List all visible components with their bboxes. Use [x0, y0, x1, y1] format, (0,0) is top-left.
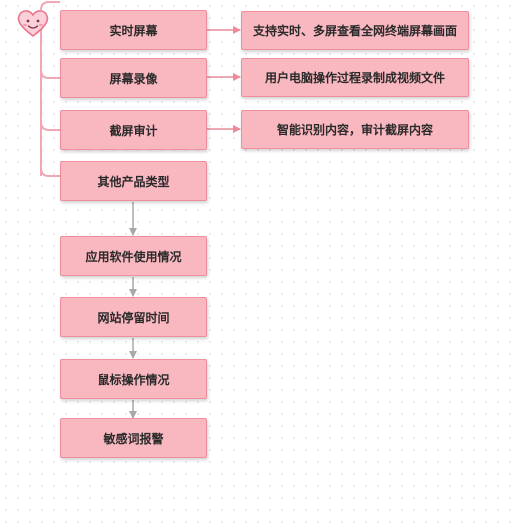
branch-line-4 — [40, 167, 60, 177]
feature-node-realtime-screen: 实时屏幕 — [60, 10, 207, 50]
detail-node-screenshot-audit: 智能识别内容，审计截屏内容 — [241, 110, 469, 149]
sub-node-sensitive-word-alert: 敏感词报警 — [60, 418, 207, 458]
branch-line-1 — [40, 1, 60, 11]
sub-node-website-dwell-time: 网站停留时间 — [60, 297, 207, 337]
branch-line-3 — [40, 121, 60, 131]
feature-node-screen-recording: 屏幕录像 — [60, 58, 207, 98]
heart-smiley-icon — [17, 10, 49, 38]
sub-node-app-usage: 应用软件使用情况 — [60, 236, 207, 276]
sub-node-mouse-operation: 鼠标操作情况 — [60, 359, 207, 399]
feature-node-screenshot-audit: 截屏审计 — [60, 110, 207, 150]
detail-node-screen-recording: 用户电脑操作过程录制成视频文件 — [241, 58, 469, 97]
branch-line-2 — [40, 69, 60, 79]
feature-node-other-products: 其他产品类型 — [60, 161, 207, 201]
detail-node-realtime-screen: 支持实时、多屏查看全网终端屏幕画面 — [241, 11, 469, 50]
